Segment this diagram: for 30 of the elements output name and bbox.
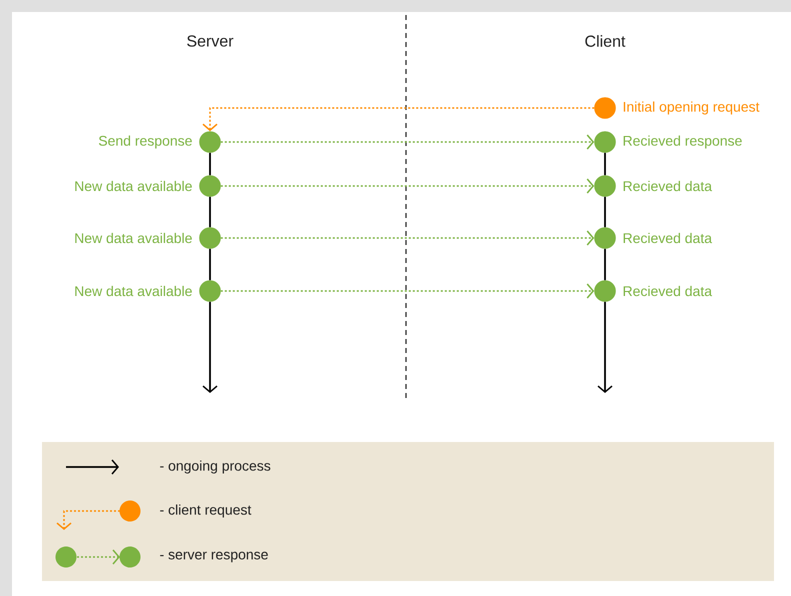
arrow xyxy=(202,302,218,393)
event-label: Initial opening request xyxy=(624,101,760,115)
legend-text: - ongoing process xyxy=(160,460,270,474)
legend-text: - server response xyxy=(160,552,268,562)
arrow xyxy=(220,230,594,246)
arrow xyxy=(220,284,594,298)
event-label: Recieved data xyxy=(624,232,712,244)
arrow xyxy=(598,302,612,393)
timeline-dot xyxy=(199,227,221,249)
legend-text: - client request xyxy=(160,504,252,518)
timeline-dot xyxy=(594,227,616,249)
timeline-dot xyxy=(594,97,616,119)
timeline-dot xyxy=(594,131,616,153)
event-label: Recieved data xyxy=(624,180,712,192)
arrow xyxy=(220,178,594,194)
timeline-dot xyxy=(594,175,616,197)
timeline-dot xyxy=(199,175,221,197)
event-label: Send response xyxy=(98,135,192,149)
timeline-dot xyxy=(199,131,221,153)
timeline-dot xyxy=(199,280,221,302)
event-label: Recieved data xyxy=(624,286,712,296)
column-heading: Server xyxy=(187,35,234,47)
arrow xyxy=(202,107,594,132)
event-label: New data available xyxy=(75,180,192,192)
arrow xyxy=(220,134,594,150)
event-label: New data available xyxy=(75,286,192,296)
timeline-dot xyxy=(594,280,616,302)
column-heading: Client xyxy=(585,35,626,47)
event-label: Recieved response xyxy=(624,135,742,149)
event-label: New data available xyxy=(75,232,192,244)
